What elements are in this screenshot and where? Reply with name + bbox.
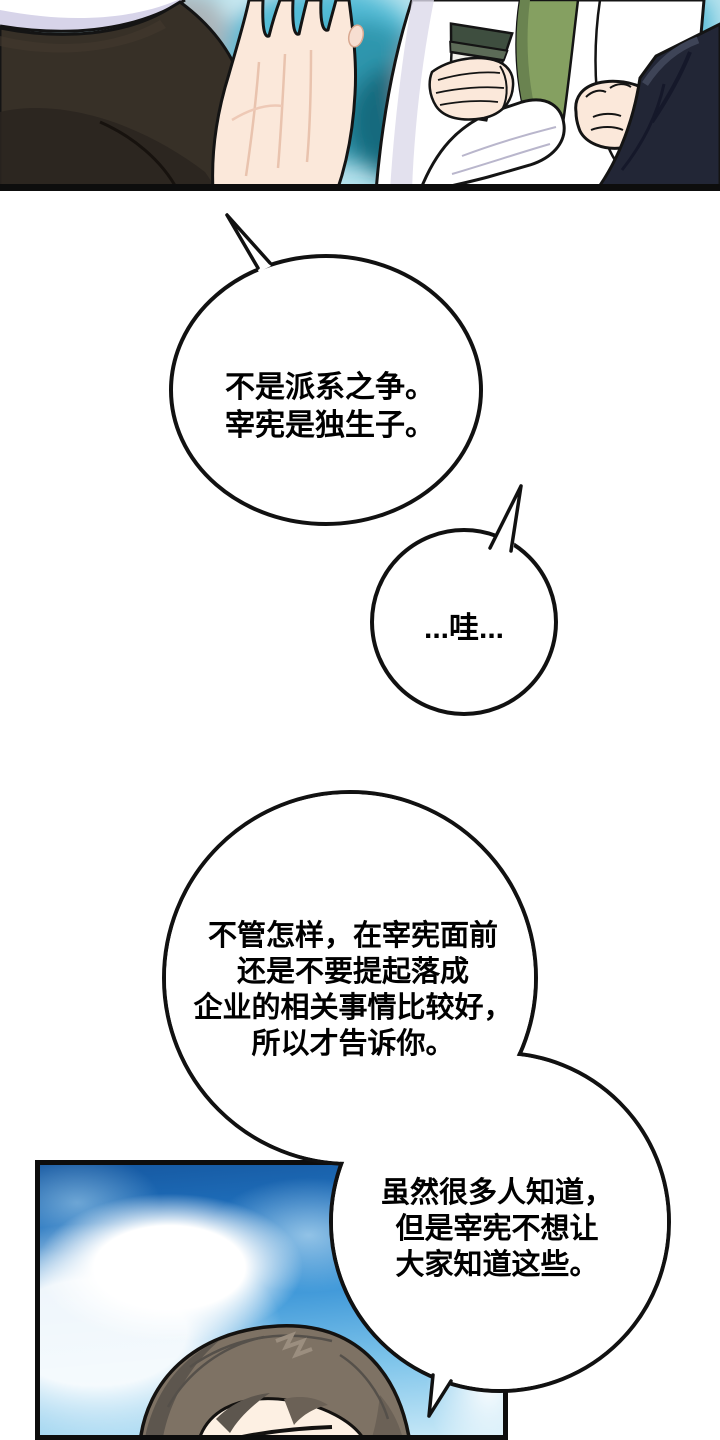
speech-bubble-2	[370, 484, 558, 716]
man-head	[139, 1324, 411, 1435]
right-person	[374, 0, 720, 191]
eyebrow	[241, 1425, 333, 1435]
bubble-2-text: ...哇...	[423, 612, 504, 645]
panel-top-border	[0, 184, 720, 191]
navy-jacket-cloth	[594, 22, 720, 191]
panel-street-scene-art	[0, 0, 720, 191]
cup-holding-hand	[428, 56, 515, 121]
bubble-1-text: 不是派系之争。 宰宪是独生子。	[225, 371, 435, 442]
hair-highlight	[275, 1331, 313, 1359]
fingernail	[347, 24, 365, 48]
bubble-4-text: 虽然很多人知道， 但是宰宪不想让 大家知道这些。	[380, 1177, 613, 1281]
bubble-3-text: 不管怎样，在宰宪面前 还是不要提起落成 企业的相关事情比较好， 所以才告诉你。	[193, 920, 513, 1060]
raised-hand	[211, 0, 365, 191]
panel-street-scene	[0, 0, 720, 191]
